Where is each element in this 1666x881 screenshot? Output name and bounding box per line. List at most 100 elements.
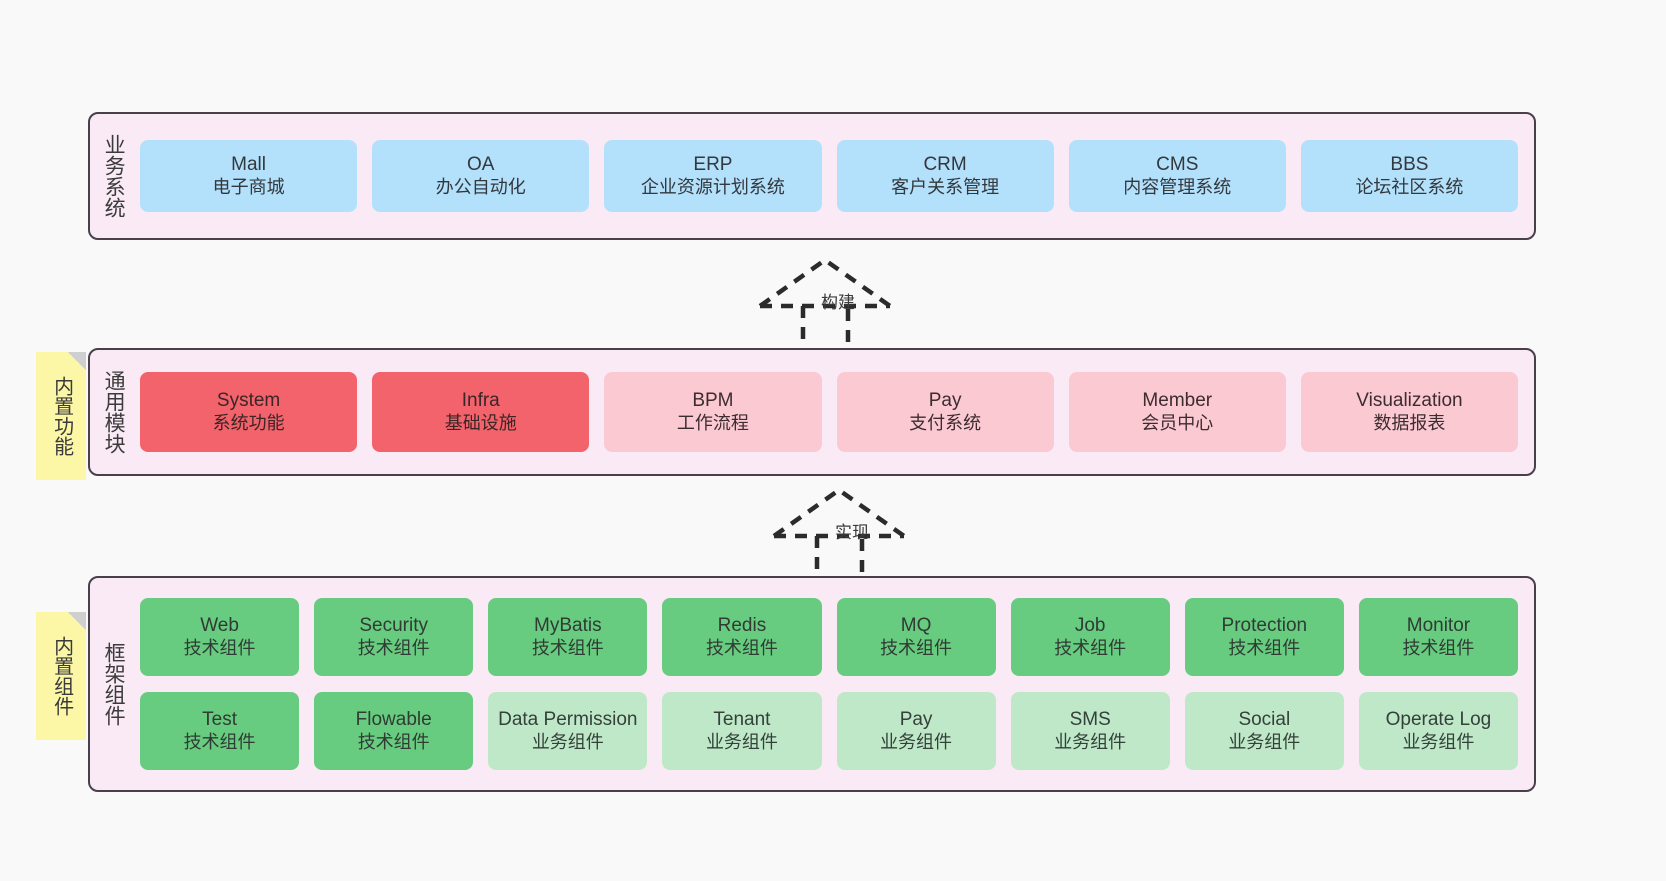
card-sms[interactable]: SMS 业务组件 <box>1010 692 1170 770</box>
card-title: OA <box>467 153 495 175</box>
layer-body-common-module: System 系统功能 Infra 基础设施 BPM 工作流程 Pay 支付系统… <box>136 350 1534 474</box>
card-bbs[interactable]: BBS 论坛社区系统 <box>1300 140 1519 212</box>
card-cms[interactable]: CMS 内容管理系统 <box>1068 140 1286 212</box>
card-title: SMS <box>1069 708 1111 730</box>
card-subtitle: 技术组件 <box>183 637 256 658</box>
card-title: Job <box>1074 614 1106 636</box>
layer-title-common-module: 通用模块 <box>102 370 126 454</box>
card-row: Mall 电子商城 OA 办公自动化 ERP 企业资源计划系统 CRM 客户关系… <box>140 140 1519 212</box>
card-title: Flowable <box>355 708 432 730</box>
card-subtitle: 论坛社区系统 <box>1355 176 1464 197</box>
card-title: Mall <box>231 153 266 175</box>
card-flowable[interactable]: Flowable 技术组件 <box>314 692 474 770</box>
layer-title-business-system: 业务系统 <box>102 134 126 218</box>
card-mybatis[interactable]: MyBatis 技术组件 <box>488 598 648 676</box>
card-title: Visualization <box>1356 389 1463 411</box>
layer-body-framework-component: Web 技术组件 Security 技术组件 MyBatis 技术组件 Redi… <box>136 578 1534 790</box>
arrow-build-label: 构建 <box>821 293 855 312</box>
card-visualization[interactable]: Visualization 数据报表 <box>1300 372 1519 452</box>
card-title: Social <box>1238 708 1291 730</box>
card-row: Test 技术组件 Flowable 技术组件 Data Permission … <box>140 692 1518 770</box>
card-subtitle: 技术组件 <box>880 637 953 658</box>
card-subtitle: 技术组件 <box>1402 637 1475 658</box>
card-subtitle: 内容管理系统 <box>1123 176 1232 197</box>
card-data-permission[interactable]: Data Permission 业务组件 <box>488 692 648 770</box>
card-title: Operate Log <box>1385 708 1492 730</box>
card-title: MQ <box>900 614 932 636</box>
card-title: System <box>216 389 281 411</box>
card-title: MyBatis <box>534 614 602 636</box>
card-subtitle: 业务组件 <box>880 731 953 752</box>
card-subtitle: 业务组件 <box>705 731 778 752</box>
card-mq[interactable]: MQ 技术组件 <box>836 598 996 676</box>
card-title: Pay <box>899 708 933 730</box>
card-system[interactable]: System 系统功能 <box>140 372 358 452</box>
card-mall[interactable]: Mall 电子商城 <box>140 140 358 212</box>
card-subtitle: 技术组件 <box>1054 637 1127 658</box>
card-title: BBS <box>1390 153 1429 175</box>
layer-title-framework-component: 框架组件 <box>102 642 126 726</box>
card-job[interactable]: Job 技术组件 <box>1010 598 1170 676</box>
card-title: Tenant <box>713 708 771 730</box>
card-social[interactable]: Social 业务组件 <box>1184 692 1344 770</box>
card-title: Infra <box>461 389 500 411</box>
card-tenant[interactable]: Tenant 业务组件 <box>662 692 822 770</box>
card-row: System 系统功能 Infra 基础设施 BPM 工作流程 Pay 支付系统… <box>140 372 1519 452</box>
card-subtitle: 技术组件 <box>357 637 430 658</box>
card-protection[interactable]: Protection 技术组件 <box>1184 598 1344 676</box>
card-bpm[interactable]: BPM 工作流程 <box>604 372 822 452</box>
card-subtitle: 系统功能 <box>212 412 285 433</box>
card-title: Test <box>202 708 237 730</box>
card-subtitle: 技术组件 <box>1228 637 1301 658</box>
card-subtitle: 技术组件 <box>183 731 256 752</box>
card-title: Monitor <box>1406 614 1471 636</box>
card-monitor[interactable]: Monitor 技术组件 <box>1358 598 1518 676</box>
card-subtitle: 业务组件 <box>1228 731 1301 752</box>
card-subtitle: 数据报表 <box>1373 412 1446 433</box>
card-oa[interactable]: OA 办公自动化 <box>372 140 590 212</box>
card-subtitle: 业务组件 <box>1054 731 1127 752</box>
card-test[interactable]: Test 技术组件 <box>140 692 300 770</box>
layer-common-module: 通用模块 System 系统功能 Infra 基础设施 BPM 工作流程 Pay <box>88 348 1536 476</box>
card-title: Security <box>359 614 428 636</box>
card-crm[interactable]: CRM 客户关系管理 <box>836 140 1054 212</box>
card-subtitle: 基础设施 <box>444 412 517 433</box>
card-subtitle: 电子商城 <box>212 176 285 197</box>
card-subtitle: 技术组件 <box>357 731 430 752</box>
arrow-realize: 实现 <box>752 480 952 590</box>
card-subtitle: 支付系统 <box>909 412 982 433</box>
card-subtitle: 业务组件 <box>531 731 604 752</box>
note-builtin-function: 内置功能 <box>36 352 86 480</box>
card-subtitle: 会员中心 <box>1141 412 1214 433</box>
card-subtitle: 工作流程 <box>676 412 749 433</box>
layer-framework-component: 框架组件 Web 技术组件 Security 技术组件 MyBatis 技术组件… <box>88 576 1536 792</box>
card-pay-component[interactable]: Pay 业务组件 <box>836 692 996 770</box>
card-security[interactable]: Security 技术组件 <box>314 598 474 676</box>
card-title: Data Permission <box>498 708 638 730</box>
card-title: BPM <box>692 389 734 411</box>
card-title: ERP <box>693 153 733 175</box>
card-title: Pay <box>928 389 962 411</box>
card-erp[interactable]: ERP 企业资源计划系统 <box>604 140 822 212</box>
card-title: CMS <box>1156 153 1199 175</box>
card-title: Protection <box>1221 614 1308 636</box>
card-redis[interactable]: Redis 技术组件 <box>662 598 822 676</box>
card-member[interactable]: Member 会员中心 <box>1068 372 1286 452</box>
card-row: Web 技术组件 Security 技术组件 MyBatis 技术组件 Redi… <box>140 598 1518 676</box>
card-operate-log[interactable]: Operate Log 业务组件 <box>1358 692 1518 770</box>
card-pay-module[interactable]: Pay 支付系统 <box>836 372 1054 452</box>
card-title: Web <box>200 614 239 636</box>
card-title: Redis <box>717 614 767 636</box>
card-title: Member <box>1142 389 1213 411</box>
card-subtitle: 客户关系管理 <box>891 176 1000 197</box>
card-title: CRM <box>923 153 967 175</box>
card-subtitle: 办公自动化 <box>435 176 526 197</box>
card-web[interactable]: Web 技术组件 <box>140 598 300 676</box>
layer-body-business-system: Mall 电子商城 OA 办公自动化 ERP 企业资源计划系统 CRM 客户关系… <box>136 114 1534 238</box>
note-builtin-component: 内置组件 <box>36 612 86 740</box>
arrow-realize-label: 实现 <box>835 523 869 542</box>
card-subtitle: 技术组件 <box>705 637 778 658</box>
card-subtitle: 企业资源计划系统 <box>640 176 785 197</box>
card-infra[interactable]: Infra 基础设施 <box>372 372 590 452</box>
